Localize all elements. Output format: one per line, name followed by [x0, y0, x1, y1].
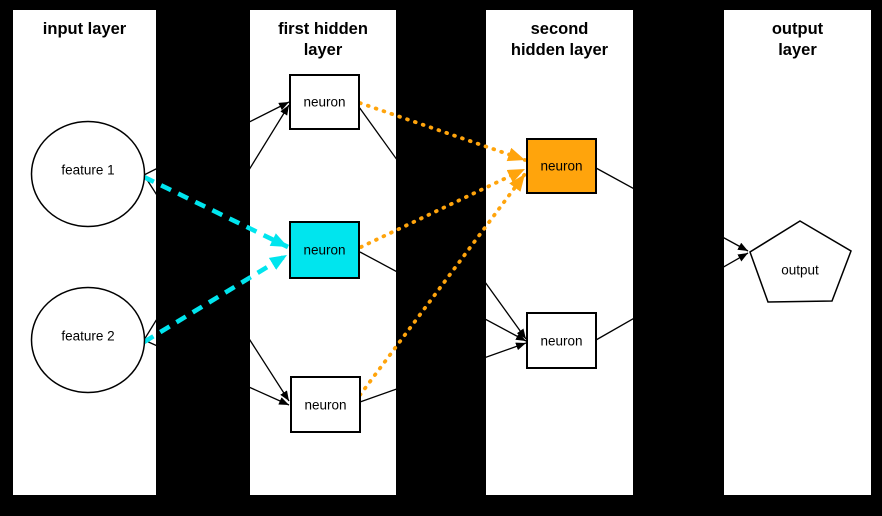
- edges-layer: [142, 101, 749, 406]
- edge-feature1-to-h1-top: [143, 101, 290, 176]
- edge-h2-bottom-to-output: [595, 252, 749, 341]
- edge-h1-mid-to-h2-top: [359, 167, 527, 249]
- node-shape-h2-top: [526, 138, 597, 194]
- panel-hidden2: [486, 10, 633, 495]
- edge-feature1-to-h1-bottom: [143, 174, 290, 402]
- edge-feature2-to-h1-mid: [142, 253, 289, 344]
- node-shape-h2-bottom: [526, 312, 597, 369]
- nodes-layer: [30, 74, 852, 433]
- panels-layer: [13, 10, 871, 495]
- edge-h2-top-to-output: [595, 167, 749, 252]
- node-shape-h1-mid: [289, 221, 360, 279]
- edge-feature2-to-h1-top: [143, 104, 290, 341]
- node-shape-feature2: [30, 286, 146, 394]
- edge-h1-top-to-h2-bottom: [358, 106, 527, 340]
- edge-feature2-to-h1-bottom: [143, 339, 290, 406]
- node-shape-feature1: [30, 120, 146, 228]
- node-shape-h1-bottom: [290, 376, 361, 433]
- node-shape-h1-top: [289, 74, 360, 130]
- edge-h1-mid-to-h2-bottom: [359, 251, 527, 342]
- node-shape-output: [749, 220, 852, 303]
- edge-feature1-to-h1-mid: [142, 174, 290, 250]
- panel-input: [13, 10, 156, 495]
- edge-h1-bottom-to-h2-bottom: [359, 342, 527, 403]
